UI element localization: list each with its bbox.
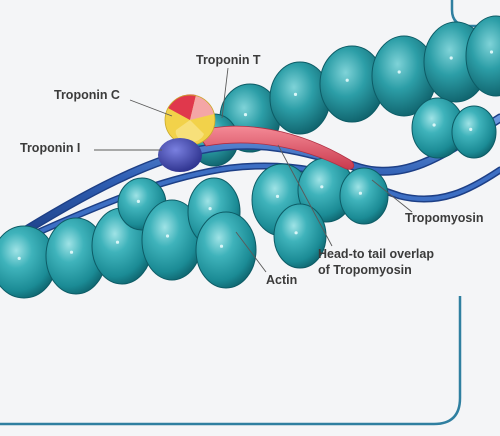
actin-monomer: [340, 168, 388, 224]
actin-monomer: [452, 106, 496, 158]
label-overlap-line2: of Tropomyosin: [318, 263, 412, 277]
actin-highlight: [433, 123, 436, 126]
actin-highlight: [220, 245, 223, 248]
frame-bottom-right: [0, 296, 460, 424]
actin-highlight: [469, 128, 472, 131]
actin-highlight: [359, 192, 362, 195]
actin-highlight: [294, 93, 297, 96]
label-troponin-i: Troponin I: [20, 141, 80, 155]
actin-highlight: [276, 195, 279, 198]
label-actin: Actin: [266, 273, 297, 287]
label-troponin-c: Troponin C: [54, 88, 120, 102]
actin-highlight: [490, 50, 493, 53]
actin-highlight: [244, 113, 247, 116]
troponin-i-molecule: [158, 138, 202, 172]
actin-highlight: [18, 257, 21, 260]
actin-highlight: [166, 234, 169, 237]
actin-highlight: [346, 79, 349, 82]
actin-highlight: [398, 70, 401, 73]
actin-highlight: [320, 185, 323, 188]
label-overlap-line1: Head-to tail overlap: [318, 247, 434, 261]
actin-highlight: [209, 207, 212, 210]
actin-highlight: [116, 241, 119, 244]
actin-highlight: [70, 251, 73, 254]
troponin-c-molecule: [165, 94, 215, 145]
label-tropomyosin: Tropomyosin: [405, 211, 483, 225]
actin-highlight: [295, 231, 298, 234]
actin-monomer: [196, 212, 256, 288]
label-troponin-t: Troponin T: [196, 53, 261, 67]
actin-highlight: [137, 200, 140, 203]
actin-highlight: [450, 56, 453, 59]
leader-troponin-c: [130, 100, 172, 116]
